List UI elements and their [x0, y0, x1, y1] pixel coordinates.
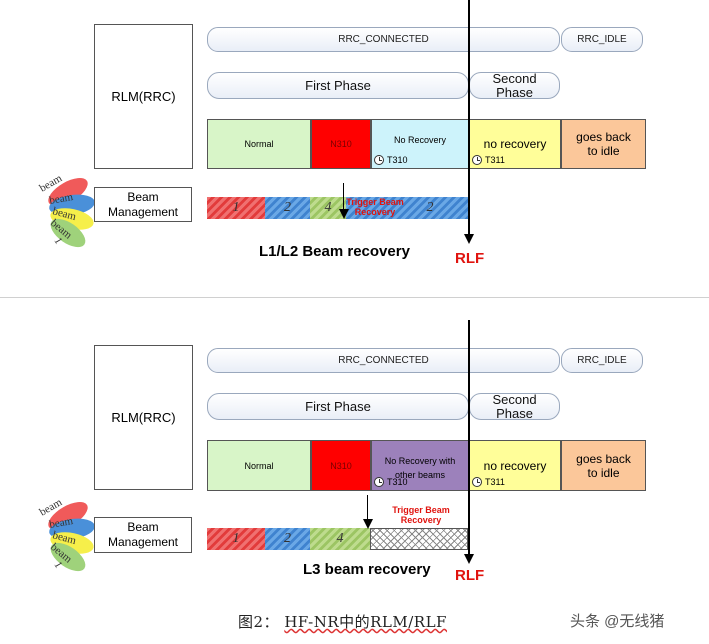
beam-segment-empty: [370, 528, 468, 550]
second-phase-label: Second Phase: [492, 70, 537, 100]
state-n310-label: N310: [330, 460, 352, 471]
rrc-idle-label: RRC_IDLE: [577, 34, 627, 45]
beam-fan-label: 1: [51, 560, 64, 571]
figure-caption: 图2： HF-NR中的RLM/RLF: [238, 611, 447, 632]
trigger-arrow-head: [339, 209, 349, 219]
trigger-arrow-line: [343, 183, 344, 211]
clock-icon: [472, 155, 482, 165]
first-phase-bar: First Phase: [207, 393, 469, 420]
clock-icon: [374, 155, 384, 165]
state-goes-back: goes back to idle: [561, 119, 646, 169]
timer-t311-label: T311: [485, 477, 505, 487]
beam-management-label: Beam Management: [107, 189, 179, 219]
beam-segment: 2: [265, 197, 310, 219]
section-divider: [0, 297, 709, 298]
timer-t310: T310: [374, 153, 408, 167]
state-goes-back-label: goes back to idle: [576, 130, 631, 158]
clock-icon: [472, 477, 482, 487]
watermark-text: 头条 @无线猪: [570, 613, 665, 630]
state-normal-label: Normal: [244, 460, 274, 471]
rlf-label: RLF: [455, 250, 485, 267]
rlm-rrc-box: RLM(RRC): [94, 24, 193, 169]
trigger-arrow-head: [363, 519, 373, 529]
rlf-arrow-head: [464, 234, 474, 244]
beam-segment: 1: [207, 528, 265, 550]
timer-t311: T311: [472, 475, 505, 489]
second-phase-label: Second Phase: [492, 391, 537, 421]
beam-segment-label: 2: [426, 200, 434, 215]
beam-segment: 2: [346, 197, 468, 219]
trigger-beam-recovery-label: Trigger Beam Recovery: [392, 505, 450, 525]
beam-segment: 4: [310, 197, 346, 219]
rrc-connected-bar: RRC_CONNECTED: [207, 348, 560, 373]
trigger-arrow-line: [367, 495, 368, 520]
timer-t310-label: T310: [387, 155, 408, 165]
first-phase-bar: First Phase: [207, 72, 469, 99]
rlm-label: RLM(RRC): [111, 410, 176, 425]
state-no-recovery: No Recovery T310: [371, 119, 469, 169]
beam-segment-label: 2: [284, 531, 291, 546]
timer-t310-label: T310: [387, 477, 408, 487]
second-phase-bar: Second Phase: [469, 70, 560, 100]
state-normal: Normal: [207, 440, 311, 491]
state-no-recovery-t311: no recovery T311: [469, 440, 561, 491]
caption-main: HF-NR中的RLM/RLF: [284, 613, 447, 631]
beam-segment-label: 4: [336, 531, 344, 546]
first-phase-label: First Phase: [305, 398, 371, 414]
state-goes-back-label: goes back to idle: [576, 451, 631, 480]
state-no-recovery-2-label: no recovery: [483, 458, 547, 473]
beam-fan-label: 1: [51, 236, 64, 247]
beam-segment-label: 4: [324, 200, 332, 215]
state-normal: Normal: [207, 119, 311, 169]
state-no-recovery-label: No Recovery with other beams: [384, 456, 456, 480]
beam-fan-icon: beam beam beam beam 1: [38, 172, 95, 248]
timer-t310: T310: [374, 475, 408, 489]
rrc-connected-label: RRC_CONNECTED: [338, 355, 429, 366]
beam-segment: 1: [207, 197, 265, 219]
beam-segment-label: 1: [232, 531, 240, 546]
beam-fan-icon: beam beam beam beam 1: [38, 496, 95, 572]
recovery-title: L1/L2 Beam recovery: [259, 243, 410, 260]
state-no-recovery-2-label: no recovery: [483, 137, 547, 151]
state-normal-label: Normal: [244, 139, 274, 149]
rlf-arrow-head: [464, 554, 474, 564]
state-n310: N310: [311, 440, 371, 491]
state-n310: N310: [311, 119, 371, 169]
first-phase-label: First Phase: [305, 77, 371, 93]
beam-management-box: Beam Management: [94, 187, 192, 222]
rlf-label: RLF: [455, 567, 485, 584]
rlf-line: [468, 320, 470, 555]
beam-fan-label: beam: [48, 515, 74, 531]
rrc-idle-bar: RRC_IDLE: [561, 348, 643, 373]
timer-t311: T311: [472, 153, 505, 167]
beam-segment: 2: [265, 528, 310, 550]
rlm-rrc-box: RLM(RRC): [94, 345, 193, 490]
trigger-beam-recovery-label: Trigger Beam Recovery: [346, 197, 404, 217]
state-n310-label: N310: [330, 139, 352, 149]
second-phase-bar: Second Phase: [469, 391, 560, 421]
rrc-idle-bar: RRC_IDLE: [561, 27, 643, 52]
beam-segment-label: 2: [284, 200, 291, 215]
rlm-label: RLM(RRC): [111, 89, 176, 104]
beam-management-box: Beam Management: [94, 517, 192, 553]
rlf-line: [468, 0, 470, 235]
rrc-connected-bar: RRC_CONNECTED: [207, 27, 560, 52]
beam-segment: 4: [310, 528, 370, 550]
state-no-recovery: No Recovery with other beams T310: [371, 440, 469, 491]
rrc-connected-label: RRC_CONNECTED: [338, 34, 429, 45]
rrc-idle-label: RRC_IDLE: [577, 355, 627, 366]
state-no-recovery-label: No Recovery: [393, 135, 447, 145]
recovery-title: L3 beam recovery: [303, 561, 431, 578]
beam-segment-label: 1: [232, 200, 240, 215]
beam-fan-label: beam: [48, 191, 74, 207]
clock-icon: [374, 477, 384, 487]
state-goes-back: goes back to idle: [561, 440, 646, 491]
caption-prefix: 图2：: [238, 613, 280, 631]
timer-t311-label: T311: [485, 155, 505, 165]
state-no-recovery-t311: no recovery T311: [469, 119, 561, 169]
beam-management-label: Beam Management: [107, 520, 179, 549]
